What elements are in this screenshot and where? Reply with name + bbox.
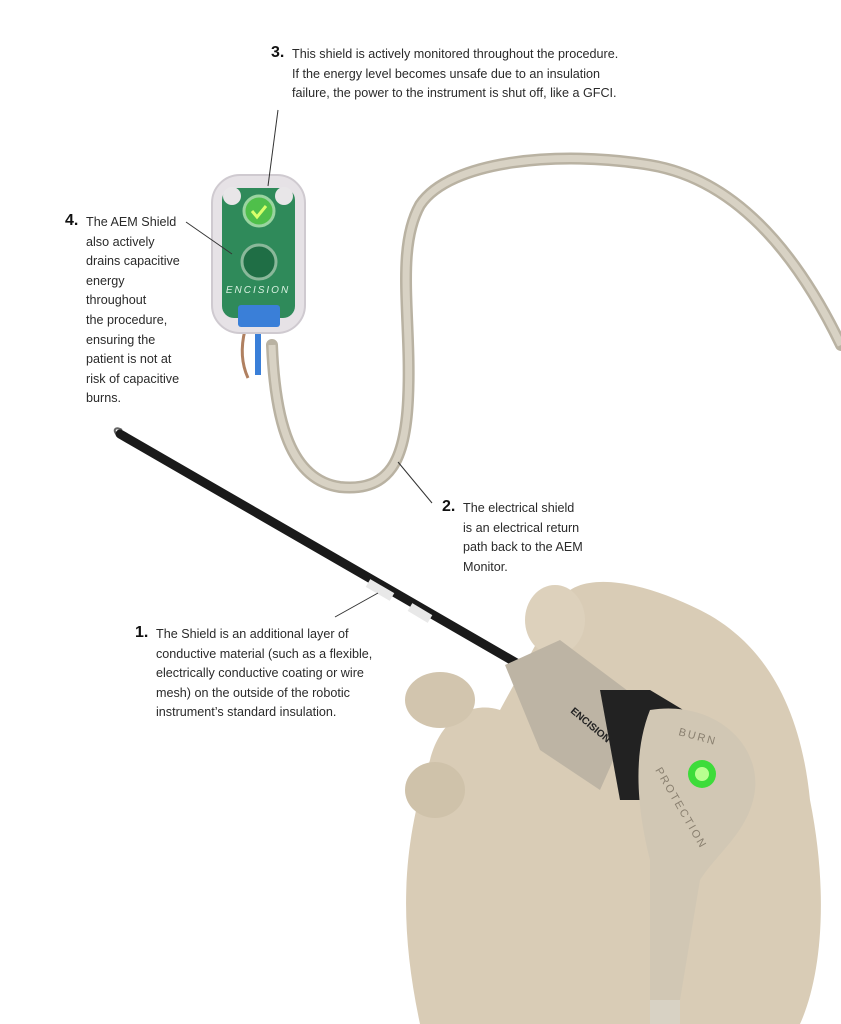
callout-text-line: ensuring the <box>86 332 156 347</box>
status-indicator-icon <box>242 194 276 228</box>
callout-text-line: conductive material (such as a flexible, <box>156 646 373 661</box>
leader-line-2 <box>397 461 433 504</box>
callout-text-line: also actively <box>86 234 155 249</box>
callout-3: 3. This shield is actively monitored thr… <box>271 44 619 104</box>
callout-number: 1. <box>135 624 149 641</box>
leader-line-3 <box>267 109 279 187</box>
fault-indicator-icon <box>240 243 278 281</box>
callout-text-line: failure, the power to the instrument is … <box>292 86 617 101</box>
callout-2: 2. The electrical shield is an electrica… <box>442 498 583 577</box>
instrument-shaft <box>115 429 525 670</box>
callout-text-line: is an electrical return <box>463 520 580 535</box>
instrument-handle: ENCISION BURN PROTECTION <box>505 640 756 1024</box>
callout-text-line: path back to the AEM <box>463 540 583 555</box>
callout-1: 1. The Shield is an additional layer of … <box>135 624 373 723</box>
shield-section <box>365 579 433 623</box>
callout-text-line: burns. <box>86 391 122 406</box>
callout-text-line: This shield is actively monitored throug… <box>292 47 619 61</box>
callout-text-line: patient is not at <box>86 352 172 367</box>
callout-number: 4. <box>65 212 79 229</box>
leader-line-4 <box>185 221 233 255</box>
callout-text-line: The Shield is an additional layer of <box>156 627 349 641</box>
callout-text-line: drains capacitive <box>86 254 180 269</box>
shield-cable <box>266 152 841 494</box>
aem-monitor-device: ENCISION <box>211 174 306 334</box>
callout-text-line: the procedure, <box>86 312 168 327</box>
callout-number: 3. <box>271 44 285 61</box>
callout-text-line: risk of capacitive <box>86 371 180 386</box>
gloved-hand <box>405 581 821 1024</box>
device-logo: ENCISION <box>226 285 290 296</box>
callout-text-line: The electrical shield <box>463 501 575 515</box>
leader-line-1 <box>334 592 379 618</box>
callout-text-line: The AEM Shield <box>86 215 177 229</box>
callout-text-line: mesh) on the outside of the robotic <box>156 685 350 700</box>
checkmark-icon <box>250 205 268 220</box>
callout-text-line: energy <box>86 273 125 288</box>
callout-4: 4. The AEM Shield also actively drains c… <box>65 212 180 409</box>
callout-text-line: throughout <box>86 293 147 308</box>
callout-text-line: instrument’s standard insulation. <box>156 705 337 720</box>
callout-text-line: If the energy level becomes unsafe due t… <box>292 66 601 81</box>
callout-text-line: electrically conductive coating or wire <box>156 666 364 681</box>
callout-text-line: Monitor. <box>463 559 508 574</box>
callout-number: 2. <box>442 498 456 515</box>
